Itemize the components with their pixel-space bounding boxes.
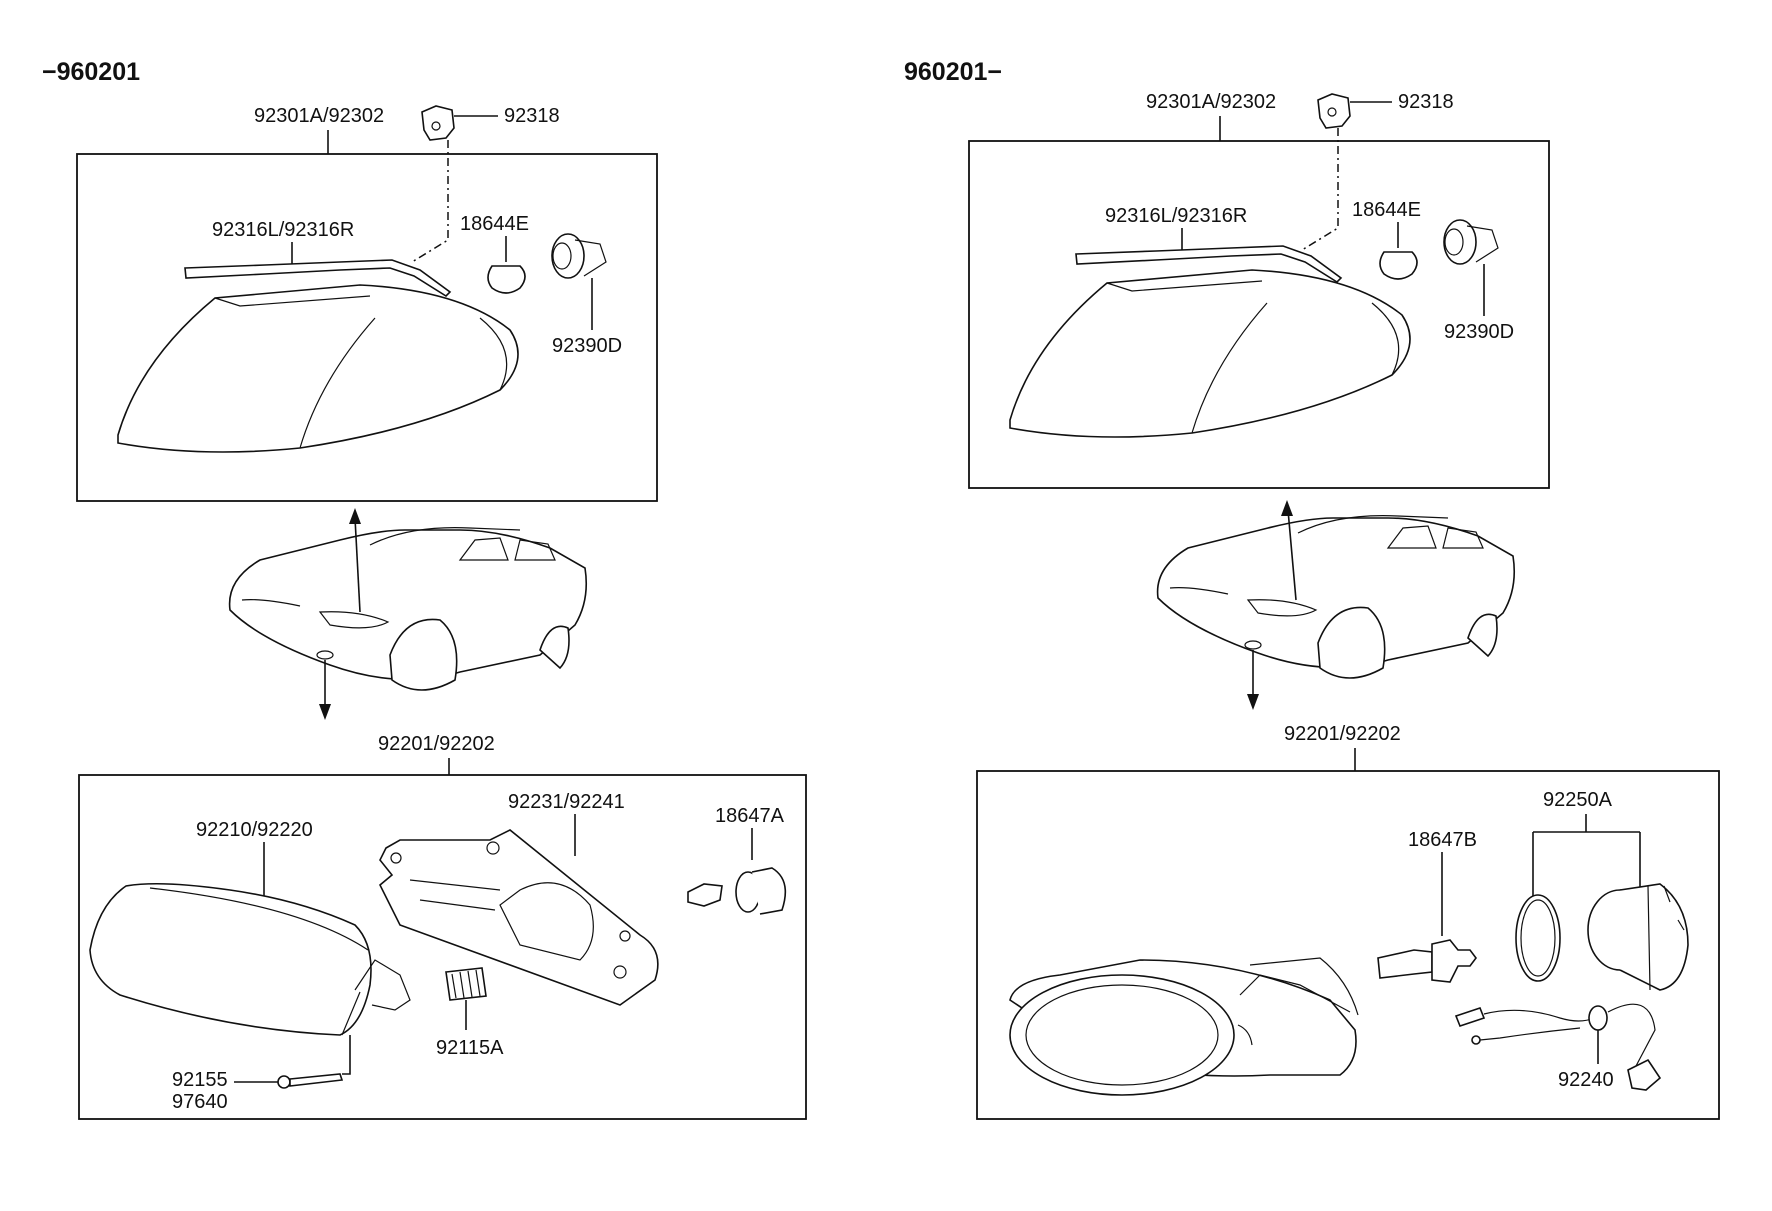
right-upper-box — [968, 140, 1550, 489]
left-fog-bulb-label: 18647A — [715, 805, 785, 827]
right-fog-bulb-icon — [1377, 939, 1477, 983]
left-spring-icon — [445, 967, 487, 1001]
right-wire-harness — [1454, 1003, 1662, 1091]
right-gasket-ring — [1515, 894, 1561, 982]
left-fog-lamp-lens — [89, 882, 411, 1036]
left-bulb-label: 18644E — [460, 213, 529, 235]
left-socket-label: 92390D — [552, 335, 622, 357]
left-socket-cap-icon — [421, 105, 455, 141]
left-car-illustration — [228, 527, 588, 691]
right-car-illustration — [1156, 515, 1516, 679]
right-socket-cap-label: 92318 — [1398, 91, 1454, 113]
right-bulb-icon — [1379, 251, 1418, 280]
left-screw-label-1: 92155 — [172, 1069, 228, 1091]
right-cover-label: 92250A — [1543, 789, 1613, 811]
right-cover-housing — [1587, 883, 1689, 991]
left-fog-bulb-icon — [687, 867, 787, 915]
right-header: 960201− — [904, 58, 1002, 86]
right-socket-icon — [1443, 219, 1499, 265]
right-diagram: 960201− 92301A/92302 92318 92316L/92316R… — [904, 58, 1720, 1120]
left-socket-cap-label: 92318 — [504, 105, 560, 127]
left-screw-icon — [277, 1073, 344, 1089]
right-strip — [1075, 245, 1343, 284]
right-fog-bulb-label: 18647B — [1408, 829, 1477, 851]
left-lens-label: 92210/92220 — [196, 819, 313, 841]
right-socket-cap-icon — [1317, 93, 1351, 129]
left-socket-icon — [551, 233, 607, 279]
right-harness-label: 92240 — [1558, 1069, 1614, 1091]
left-diagram: −960201 92301A/92302 92318 92316L/92316R… — [42, 58, 807, 1120]
left-upper-box — [76, 153, 658, 502]
left-spring-label: 92115A — [436, 1037, 504, 1059]
left-corner-lamp — [117, 284, 519, 453]
right-lower-assembly-label: 92201/92202 — [1284, 723, 1401, 745]
right-socket-label: 92390D — [1444, 321, 1514, 343]
right-strip-label: 92316L/92316R — [1105, 205, 1247, 227]
left-strip-label: 92316L/92316R — [212, 219, 354, 241]
left-header: −960201 — [42, 58, 140, 86]
left-screw-label-2: 97640 — [172, 1091, 228, 1113]
right-fog-lamp-housing — [1009, 957, 1359, 1096]
left-bracket-label: 92231/92241 — [508, 791, 625, 813]
right-lower-box — [976, 770, 1720, 1120]
left-upper-assembly-label: 92301A/92302 — [254, 105, 384, 127]
left-lower-box — [78, 774, 807, 1120]
left-bulb-icon — [487, 265, 526, 294]
left-strip — [184, 259, 452, 298]
right-bulb-label: 18644E — [1352, 199, 1421, 221]
right-upper-assembly-label: 92301A/92302 — [1146, 91, 1276, 113]
left-mounting-bracket — [379, 829, 659, 1006]
left-lower-assembly-label: 92201/92202 — [378, 733, 495, 755]
right-corner-lamp — [1009, 269, 1411, 438]
